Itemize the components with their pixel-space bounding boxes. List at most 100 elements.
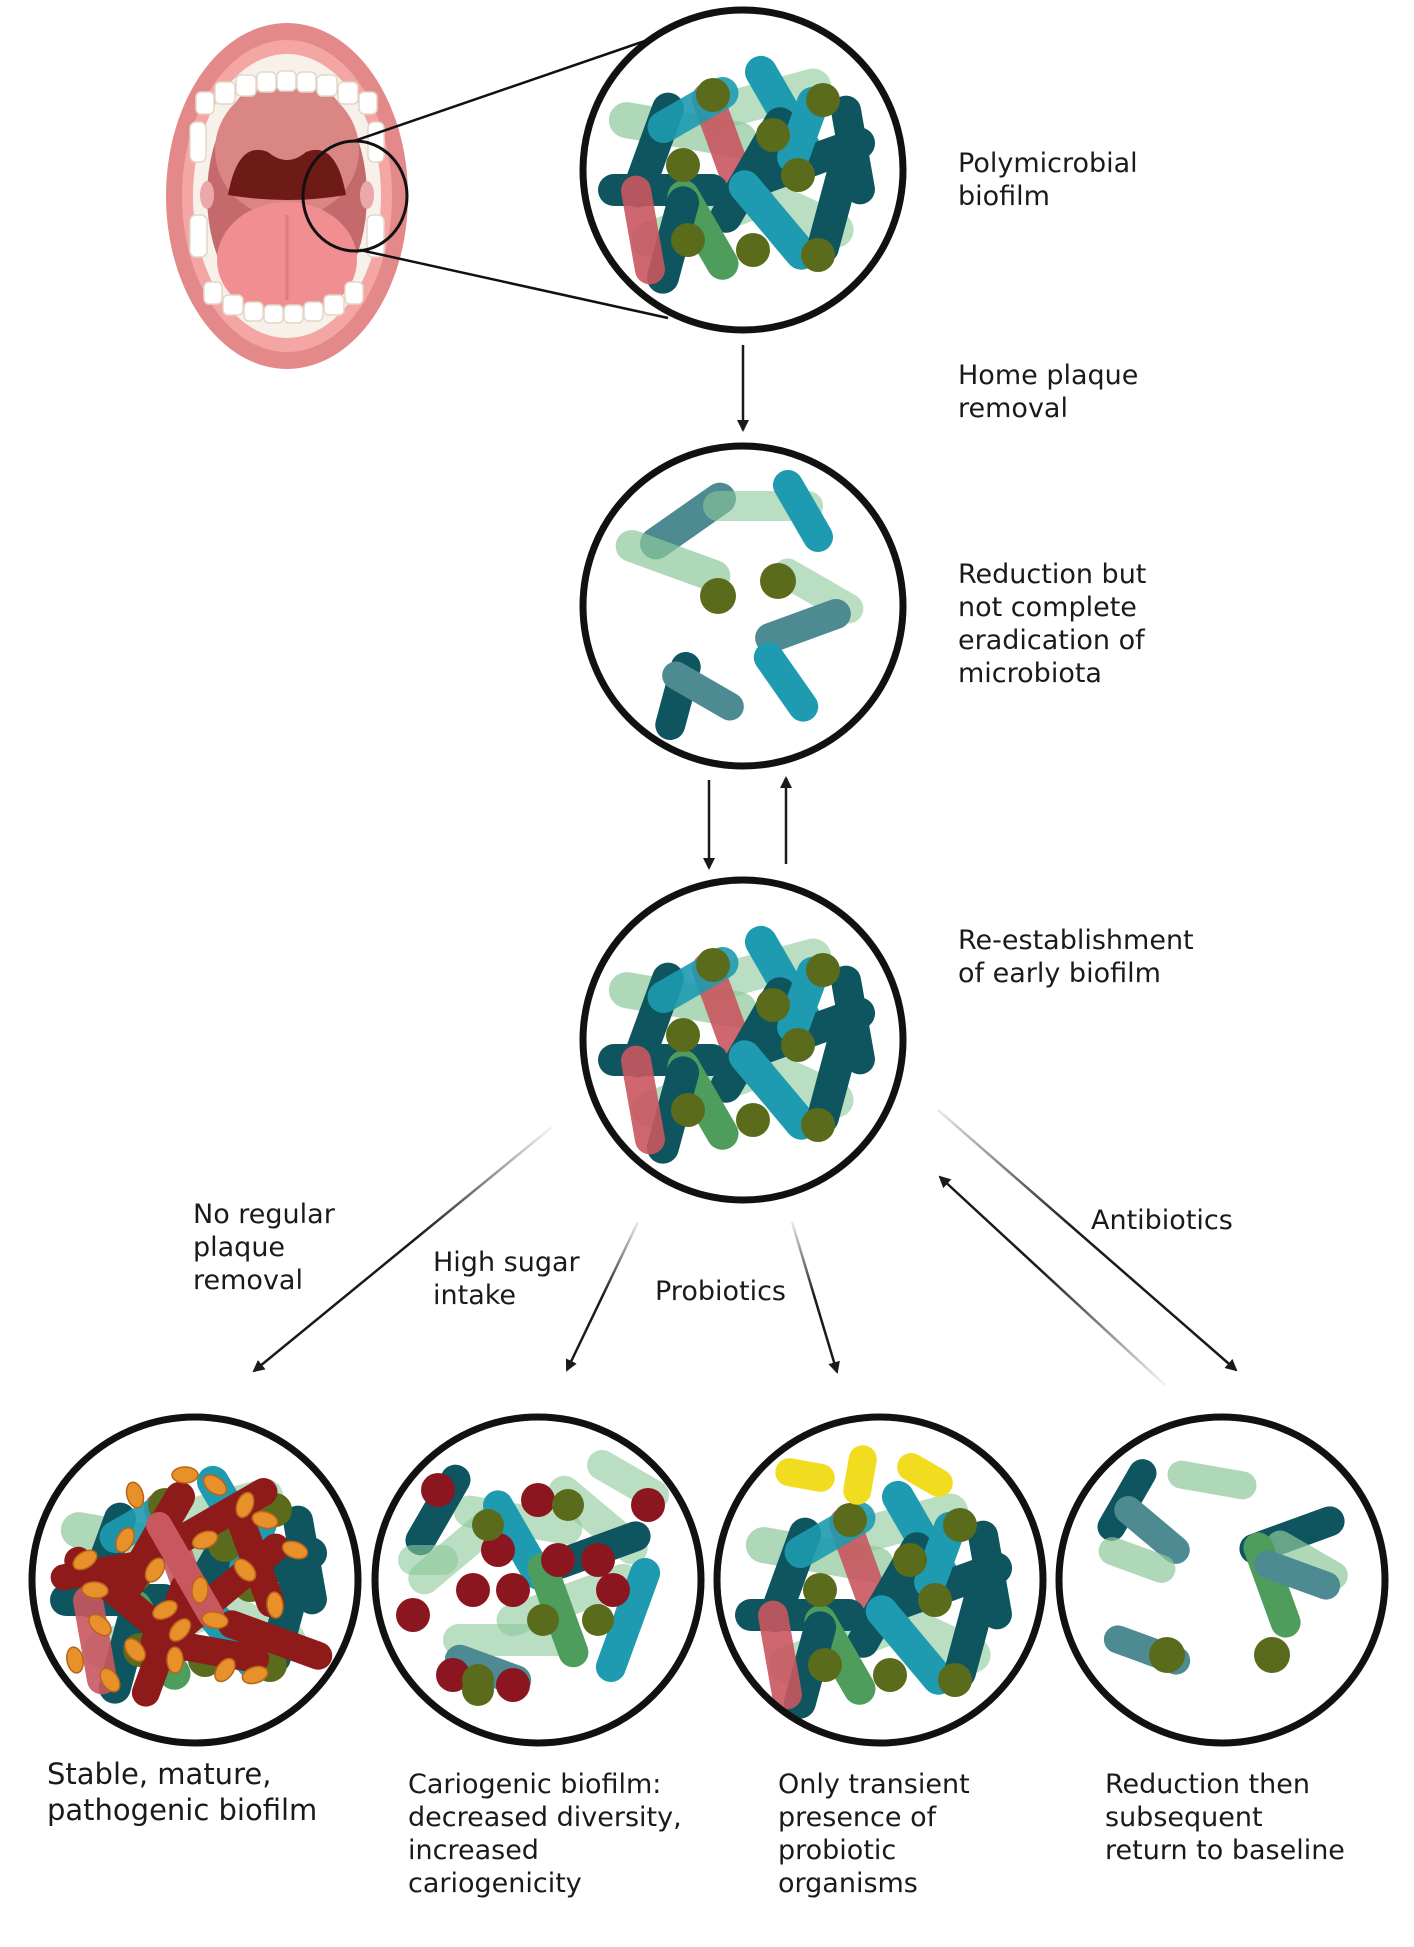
bacterium-oval bbox=[144, 1557, 166, 1583]
bacterium-coccus bbox=[736, 233, 770, 267]
bacterium-oval bbox=[125, 1481, 145, 1509]
bacterium-rod bbox=[735, 1599, 865, 1631]
circle-probiotic-biofilm bbox=[713, 1413, 1047, 1747]
bacterium-coccus bbox=[552, 1489, 584, 1521]
bacterium-coccus bbox=[671, 1093, 705, 1127]
bacterium-rod bbox=[398, 1545, 458, 1575]
arrow-probiotics bbox=[790, 1221, 840, 1374]
bacterium-coccus bbox=[756, 118, 790, 152]
bacterium-coccus bbox=[666, 148, 700, 182]
bacterium-oval bbox=[115, 1527, 135, 1553]
circle-pathogenic-biofilm bbox=[28, 1413, 362, 1747]
bacterium-oval bbox=[168, 1618, 192, 1642]
bacterium-coccus bbox=[833, 1503, 867, 1537]
bacterium-oval bbox=[66, 1646, 84, 1674]
bacterium-coccus bbox=[472, 1509, 504, 1541]
bacterium-coccus bbox=[436, 1658, 470, 1692]
bacterium-oval bbox=[233, 1558, 257, 1582]
bacterium-rod bbox=[598, 174, 728, 206]
bacterium-oval bbox=[166, 1646, 184, 1674]
bacterium-coccus bbox=[806, 953, 840, 987]
bacterium-oval bbox=[201, 1611, 229, 1629]
bacterium-rod bbox=[598, 1044, 728, 1076]
bacterium-oval bbox=[191, 1530, 219, 1550]
bacterium-rod bbox=[662, 661, 744, 721]
bacterium-coccus bbox=[421, 1473, 455, 1507]
bacterium-coccus bbox=[696, 948, 730, 982]
label-probiotics: Probiotics bbox=[655, 1276, 786, 1307]
open-mouth-illustration bbox=[166, 23, 408, 369]
bacterium-coccus bbox=[462, 1664, 494, 1696]
label-home-plaque-removal: Home plaque removal bbox=[958, 360, 1139, 424]
arrow-high-sugar bbox=[565, 1221, 640, 1372]
bacterium-coccus bbox=[808, 1648, 842, 1682]
bacterium-coccus bbox=[781, 1028, 815, 1062]
arrow-antibiotics-return bbox=[938, 1175, 1166, 1386]
bacterium-rod bbox=[758, 1600, 802, 1710]
bacterium-coccus bbox=[496, 1573, 530, 1607]
label-reduction-microbiota: Reduction but not complete eradication o… bbox=[958, 559, 1147, 689]
bacterium-rod bbox=[728, 1040, 818, 1140]
bacterium-coccus bbox=[481, 1533, 515, 1567]
label-high-sugar-intake: High sugar intake bbox=[433, 1247, 580, 1311]
bacterium-coccus bbox=[496, 1668, 530, 1702]
bacterium-coccus bbox=[801, 1108, 835, 1142]
bacterium-coccus bbox=[938, 1663, 972, 1697]
bacterium-rod bbox=[621, 1045, 665, 1155]
bacterium-rod bbox=[831, 965, 875, 1075]
label-cariogenic-biofilm: Cariogenic biofilm: decreased diversity,… bbox=[408, 1769, 682, 1899]
label-antibiotics: Antibiotics bbox=[1091, 1205, 1233, 1236]
bacterium-rod bbox=[1114, 1496, 1190, 1564]
bacterium-coccus bbox=[700, 578, 736, 614]
bacterium-coccus bbox=[541, 1543, 575, 1577]
bacterium-oval bbox=[124, 1637, 146, 1663]
bacterium-oval bbox=[241, 1665, 269, 1685]
bacterium-coccus bbox=[873, 1658, 907, 1692]
bacterium-coccus bbox=[527, 1604, 559, 1636]
bacterium-rod bbox=[728, 170, 818, 270]
bacterium-coccus bbox=[666, 1018, 700, 1052]
bacterium-rod bbox=[843, 1445, 877, 1505]
bacterium-oval bbox=[99, 1667, 121, 1693]
bacterium-oval bbox=[81, 1581, 109, 1599]
bacterium-rod bbox=[50, 1549, 160, 1591]
circle-cariogenic-biofilm bbox=[371, 1413, 705, 1747]
bacterium-rod bbox=[773, 470, 833, 552]
arrow-no-regular-removal bbox=[252, 1126, 553, 1373]
label-stable-pathogenic: Stable, mature, pathogenic biofilm bbox=[47, 1757, 318, 1827]
bacterium-oval bbox=[251, 1510, 279, 1530]
bacterium-coccus bbox=[631, 1488, 665, 1522]
circle-reduced-microbiota bbox=[579, 442, 907, 770]
bacterium-oval bbox=[191, 1576, 209, 1604]
bacterium-coccus bbox=[1149, 1637, 1185, 1673]
bacterium-oval bbox=[202, 1474, 228, 1496]
bacterium-rod bbox=[615, 529, 731, 593]
bacterium-coccus bbox=[801, 238, 835, 272]
bacterium-rod bbox=[283, 1505, 327, 1615]
bacterium-rod bbox=[621, 175, 665, 285]
bacterium-coccus bbox=[918, 1583, 952, 1617]
bacterium-rod bbox=[897, 1453, 953, 1497]
bacterium-rod bbox=[527, 1552, 589, 1668]
bacterium-rod bbox=[865, 1595, 955, 1695]
bacterium-coccus bbox=[760, 563, 796, 599]
bacterium-coccus bbox=[756, 988, 790, 1022]
bacterium-coccus bbox=[521, 1483, 555, 1517]
bacterium-coccus bbox=[671, 223, 705, 257]
bacterium-rod bbox=[775, 1458, 835, 1492]
bacterium-rod bbox=[595, 1558, 661, 1682]
label-no-regular-removal: No regular plaque removal bbox=[193, 1199, 335, 1296]
bacterium-oval bbox=[152, 1599, 178, 1621]
bacterium-oval bbox=[171, 1466, 199, 1484]
bacterium-coccus bbox=[893, 1543, 927, 1577]
bacterium-coccus bbox=[803, 1573, 837, 1607]
arrow-antibiotics-down bbox=[937, 1109, 1238, 1372]
bacterium-coccus bbox=[1254, 1637, 1290, 1673]
bacterium-rod bbox=[831, 95, 875, 205]
bacterium-rod bbox=[1098, 1537, 1176, 1583]
bacterium-oval bbox=[235, 1491, 255, 1519]
zoom-magnifier bbox=[301, 31, 669, 320]
bacterium-rod bbox=[1167, 1460, 1257, 1500]
label-transient-probiotics: Only transient presence of probiotic org… bbox=[778, 1769, 970, 1899]
